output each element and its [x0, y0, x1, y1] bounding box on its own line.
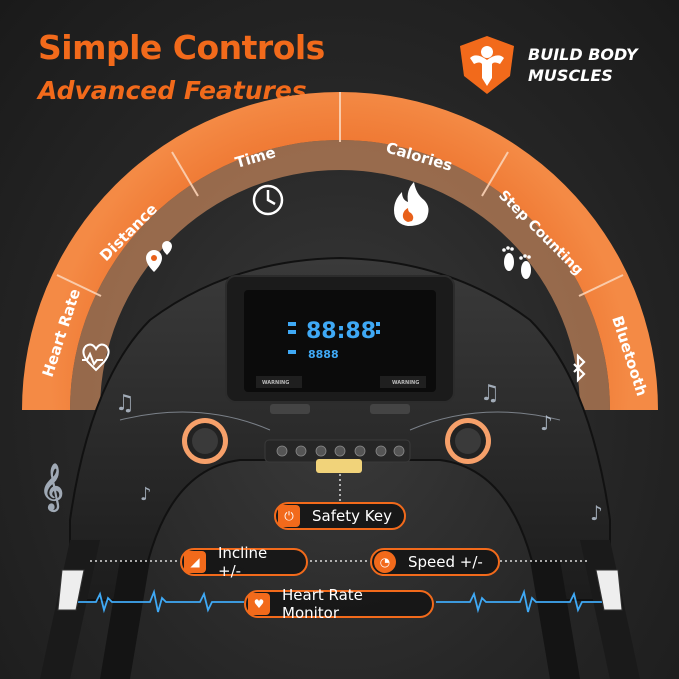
- badge-line-2: MUSCLES: [528, 66, 613, 85]
- heart-rate-grip-left: [57, 569, 85, 611]
- page-title: Simple Controls: [38, 28, 325, 67]
- heart-rate-monitor-callout: ♥ Heart Rate Monitor: [244, 586, 434, 622]
- power-icon: ⏻: [278, 505, 300, 527]
- safety-key-callout: ⏻ Safety Key: [274, 502, 406, 530]
- safety-key-label: Safety Key: [312, 507, 392, 525]
- svg-text:𝄞: 𝄞: [40, 463, 64, 513]
- display-housing: [225, 275, 455, 403]
- speaker-grille: [270, 404, 410, 414]
- page-subtitle: Advanced Features: [38, 76, 307, 105]
- location-pin-icon: [146, 241, 172, 272]
- incline-label: Incline +/-: [218, 544, 268, 580]
- badge-text: BUILD BODY MUSCLES: [528, 44, 638, 86]
- button-panel: [264, 439, 411, 463]
- warning-label-right: WARNING: [392, 380, 419, 386]
- footprints-icon: [502, 246, 531, 279]
- clock-icon: [252, 184, 284, 216]
- heart-rate-icon: [82, 343, 110, 372]
- bluetooth-icon: [573, 353, 586, 383]
- feature-label-heart-rate: Heart Rate: [39, 287, 84, 380]
- warning-label-left: WARNING: [262, 380, 289, 386]
- incline-icon: ◢: [184, 551, 206, 573]
- feature-label-time: Time: [233, 143, 278, 172]
- display-main-digits: 88:88: [306, 319, 376, 344]
- heart-icon: ♥: [248, 593, 270, 615]
- feature-label-distance: Distance: [96, 200, 161, 265]
- muscle-man-icon: [460, 36, 514, 94]
- svg-text:♪: ♪: [590, 501, 603, 525]
- speaker-right: [445, 418, 491, 464]
- svg-text:♪: ♪: [540, 411, 553, 435]
- speedometer-icon: ◔: [374, 551, 396, 573]
- display-small-digits: 8888: [308, 348, 339, 361]
- feature-label-bluetooth: Bluetooth: [608, 314, 651, 399]
- heart-rate-grip-right: [595, 569, 623, 611]
- speed-callout: ◔ Speed +/-: [370, 548, 500, 576]
- display-screen: [244, 290, 436, 392]
- svg-text:♫: ♫: [115, 391, 135, 416]
- console-body: [69, 256, 611, 601]
- heart-rate-monitor-label: Heart Rate Monitor: [282, 586, 363, 622]
- feature-label-calories: Calories: [384, 139, 455, 175]
- feature-label-step-counting: Step Counting: [495, 188, 586, 279]
- flame-icon: [394, 182, 429, 226]
- speed-label: Speed +/-: [408, 553, 483, 571]
- safety-key-slot: [316, 459, 362, 473]
- svg-text:♪: ♪: [140, 484, 152, 505]
- feature-arc: [22, 92, 658, 410]
- svg-text:♫: ♫: [480, 381, 500, 406]
- speaker-left: [182, 418, 228, 464]
- incline-callout: ◢ Incline +/-: [180, 544, 308, 580]
- badge-line-1: BUILD BODY: [528, 45, 638, 64]
